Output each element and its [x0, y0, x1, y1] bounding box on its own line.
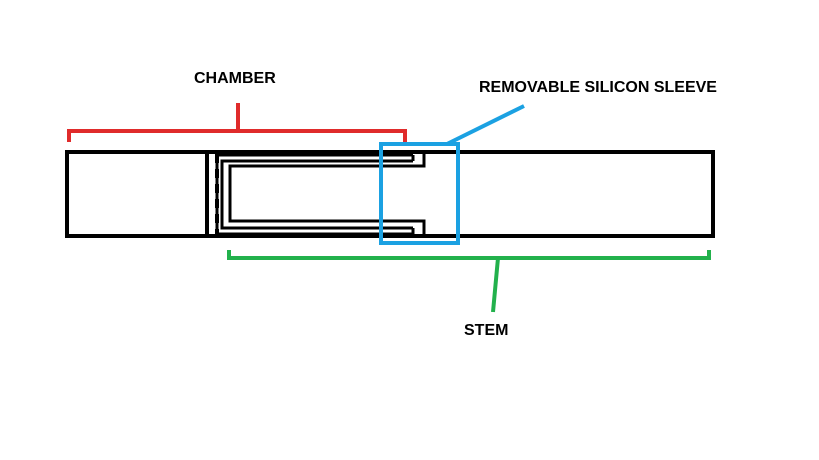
- tube-body: [65, 150, 715, 238]
- chamber-label: CHAMBER: [194, 70, 276, 87]
- stem-insert-step-top: [228, 164, 426, 236]
- stem-bracket: [227, 250, 711, 313]
- stem-insert-step-bottom: [413, 152, 426, 168]
- sleeve-label: REMOVABLE SILICON SLEEVE: [479, 79, 717, 96]
- stem-insert-outer: [215, 153, 413, 236]
- sleeve-leader-line: [446, 104, 525, 146]
- stem-label: STEM: [464, 322, 509, 339]
- chamber-bracket: [67, 103, 407, 142]
- stem-insert: [215, 152, 426, 236]
- stem-insert-wall: [220, 159, 413, 230]
- sleeve-highlight-box: [379, 142, 460, 245]
